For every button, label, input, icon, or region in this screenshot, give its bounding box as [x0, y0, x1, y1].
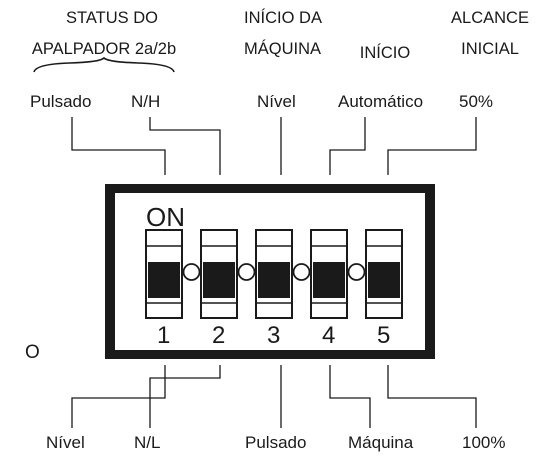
top-option-pulsado: Pulsado: [30, 92, 92, 111]
bottom-leader-4: [329, 365, 371, 428]
header-inicio-maquina-line1: INÍCIO DA: [244, 9, 322, 27]
top-option-nivel: Nível: [257, 92, 296, 111]
header-alcance-line1: ALCANCE: [451, 9, 529, 27]
top-leader-5: [387, 117, 477, 175]
bottom-leader-1: [71, 365, 166, 428]
switch-3[interactable]: [255, 229, 293, 319]
top-leader-lines: [71, 117, 477, 175]
on-label: ON: [146, 202, 185, 232]
top-leader-4: [329, 117, 366, 175]
bottom-option-pulsado: Pulsado: [245, 433, 307, 452]
switch-number-3: 3: [267, 322, 280, 349]
switch-number-2: 2: [212, 322, 225, 349]
side-label: O: [25, 342, 40, 363]
connector-dot: [182, 263, 201, 281]
switch-2[interactable]: [200, 229, 238, 319]
switch-4[interactable]: [310, 229, 348, 319]
top-leader-2: [149, 117, 221, 175]
bottom-option-100: 100%: [462, 433, 506, 452]
bottom-leader-lines: [71, 365, 477, 428]
connector-dots: [182, 263, 366, 281]
header-inicio: INÍCIO: [359, 44, 411, 62]
top-leader-1: [71, 117, 166, 175]
switch-number-4: 4: [322, 322, 335, 349]
header-alcance-line2: INICIAL: [461, 40, 519, 58]
bottom-leader-2: [149, 365, 221, 428]
bottom-option-maquina: Máquina: [348, 433, 414, 452]
switch-number-5: 5: [377, 322, 390, 349]
curly-brace: [33, 56, 175, 73]
switch-number-1: 1: [157, 322, 170, 349]
top-option-nh: N/H: [131, 92, 161, 111]
bottom-option-nivel: Nível: [46, 433, 85, 452]
switch-1[interactable]: [145, 229, 183, 319]
connector-dot: [237, 263, 256, 281]
header-inicio-maquina-line2: MÁQUINA: [243, 40, 321, 58]
connector-dot: [292, 263, 311, 281]
top-option-50: 50%: [459, 92, 494, 111]
connector-dot: [347, 263, 366, 281]
bottom-option-nl: N/L: [134, 433, 161, 452]
top-option-automatico: Automático: [338, 92, 424, 111]
header-status-line1: STATUS DO: [66, 9, 158, 27]
header-status-line2: APALPADOR 2a/2b: [31, 40, 177, 58]
bottom-leader-5: [387, 365, 477, 428]
switch-5[interactable]: [365, 229, 403, 319]
